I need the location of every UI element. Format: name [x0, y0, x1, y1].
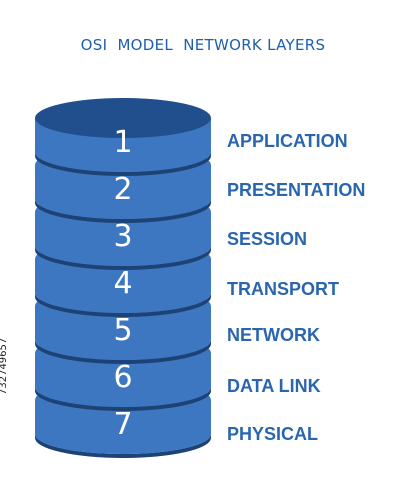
layer-number-5: 5 — [113, 313, 132, 348]
side-image-id: 732749657 — [0, 337, 9, 395]
layer-number-2: 2 — [113, 172, 132, 207]
layer-number-1: 1 — [113, 125, 132, 160]
layer-number-7: 7 — [113, 407, 132, 442]
layer-disk-1: 1 — [35, 98, 211, 176]
layer-label-presentation: PRESENTATION — [227, 180, 366, 200]
layer-number-6: 6 — [113, 360, 132, 395]
layer-label-session: SESSION — [227, 229, 308, 249]
layer-number-3: 3 — [113, 219, 132, 254]
layer-label-application: APPLICATION — [227, 131, 348, 151]
layer-label-physical: PHYSICAL — [227, 424, 319, 444]
layer-label-data-link: DATA LINK — [227, 376, 321, 396]
layer-number-4: 4 — [113, 266, 132, 301]
layer-label-network: NETWORK — [227, 325, 320, 345]
diagram-title: OSI MODEL NETWORK LAYERS — [80, 36, 326, 54]
layer-label-transport: TRANSPORT — [227, 279, 339, 299]
